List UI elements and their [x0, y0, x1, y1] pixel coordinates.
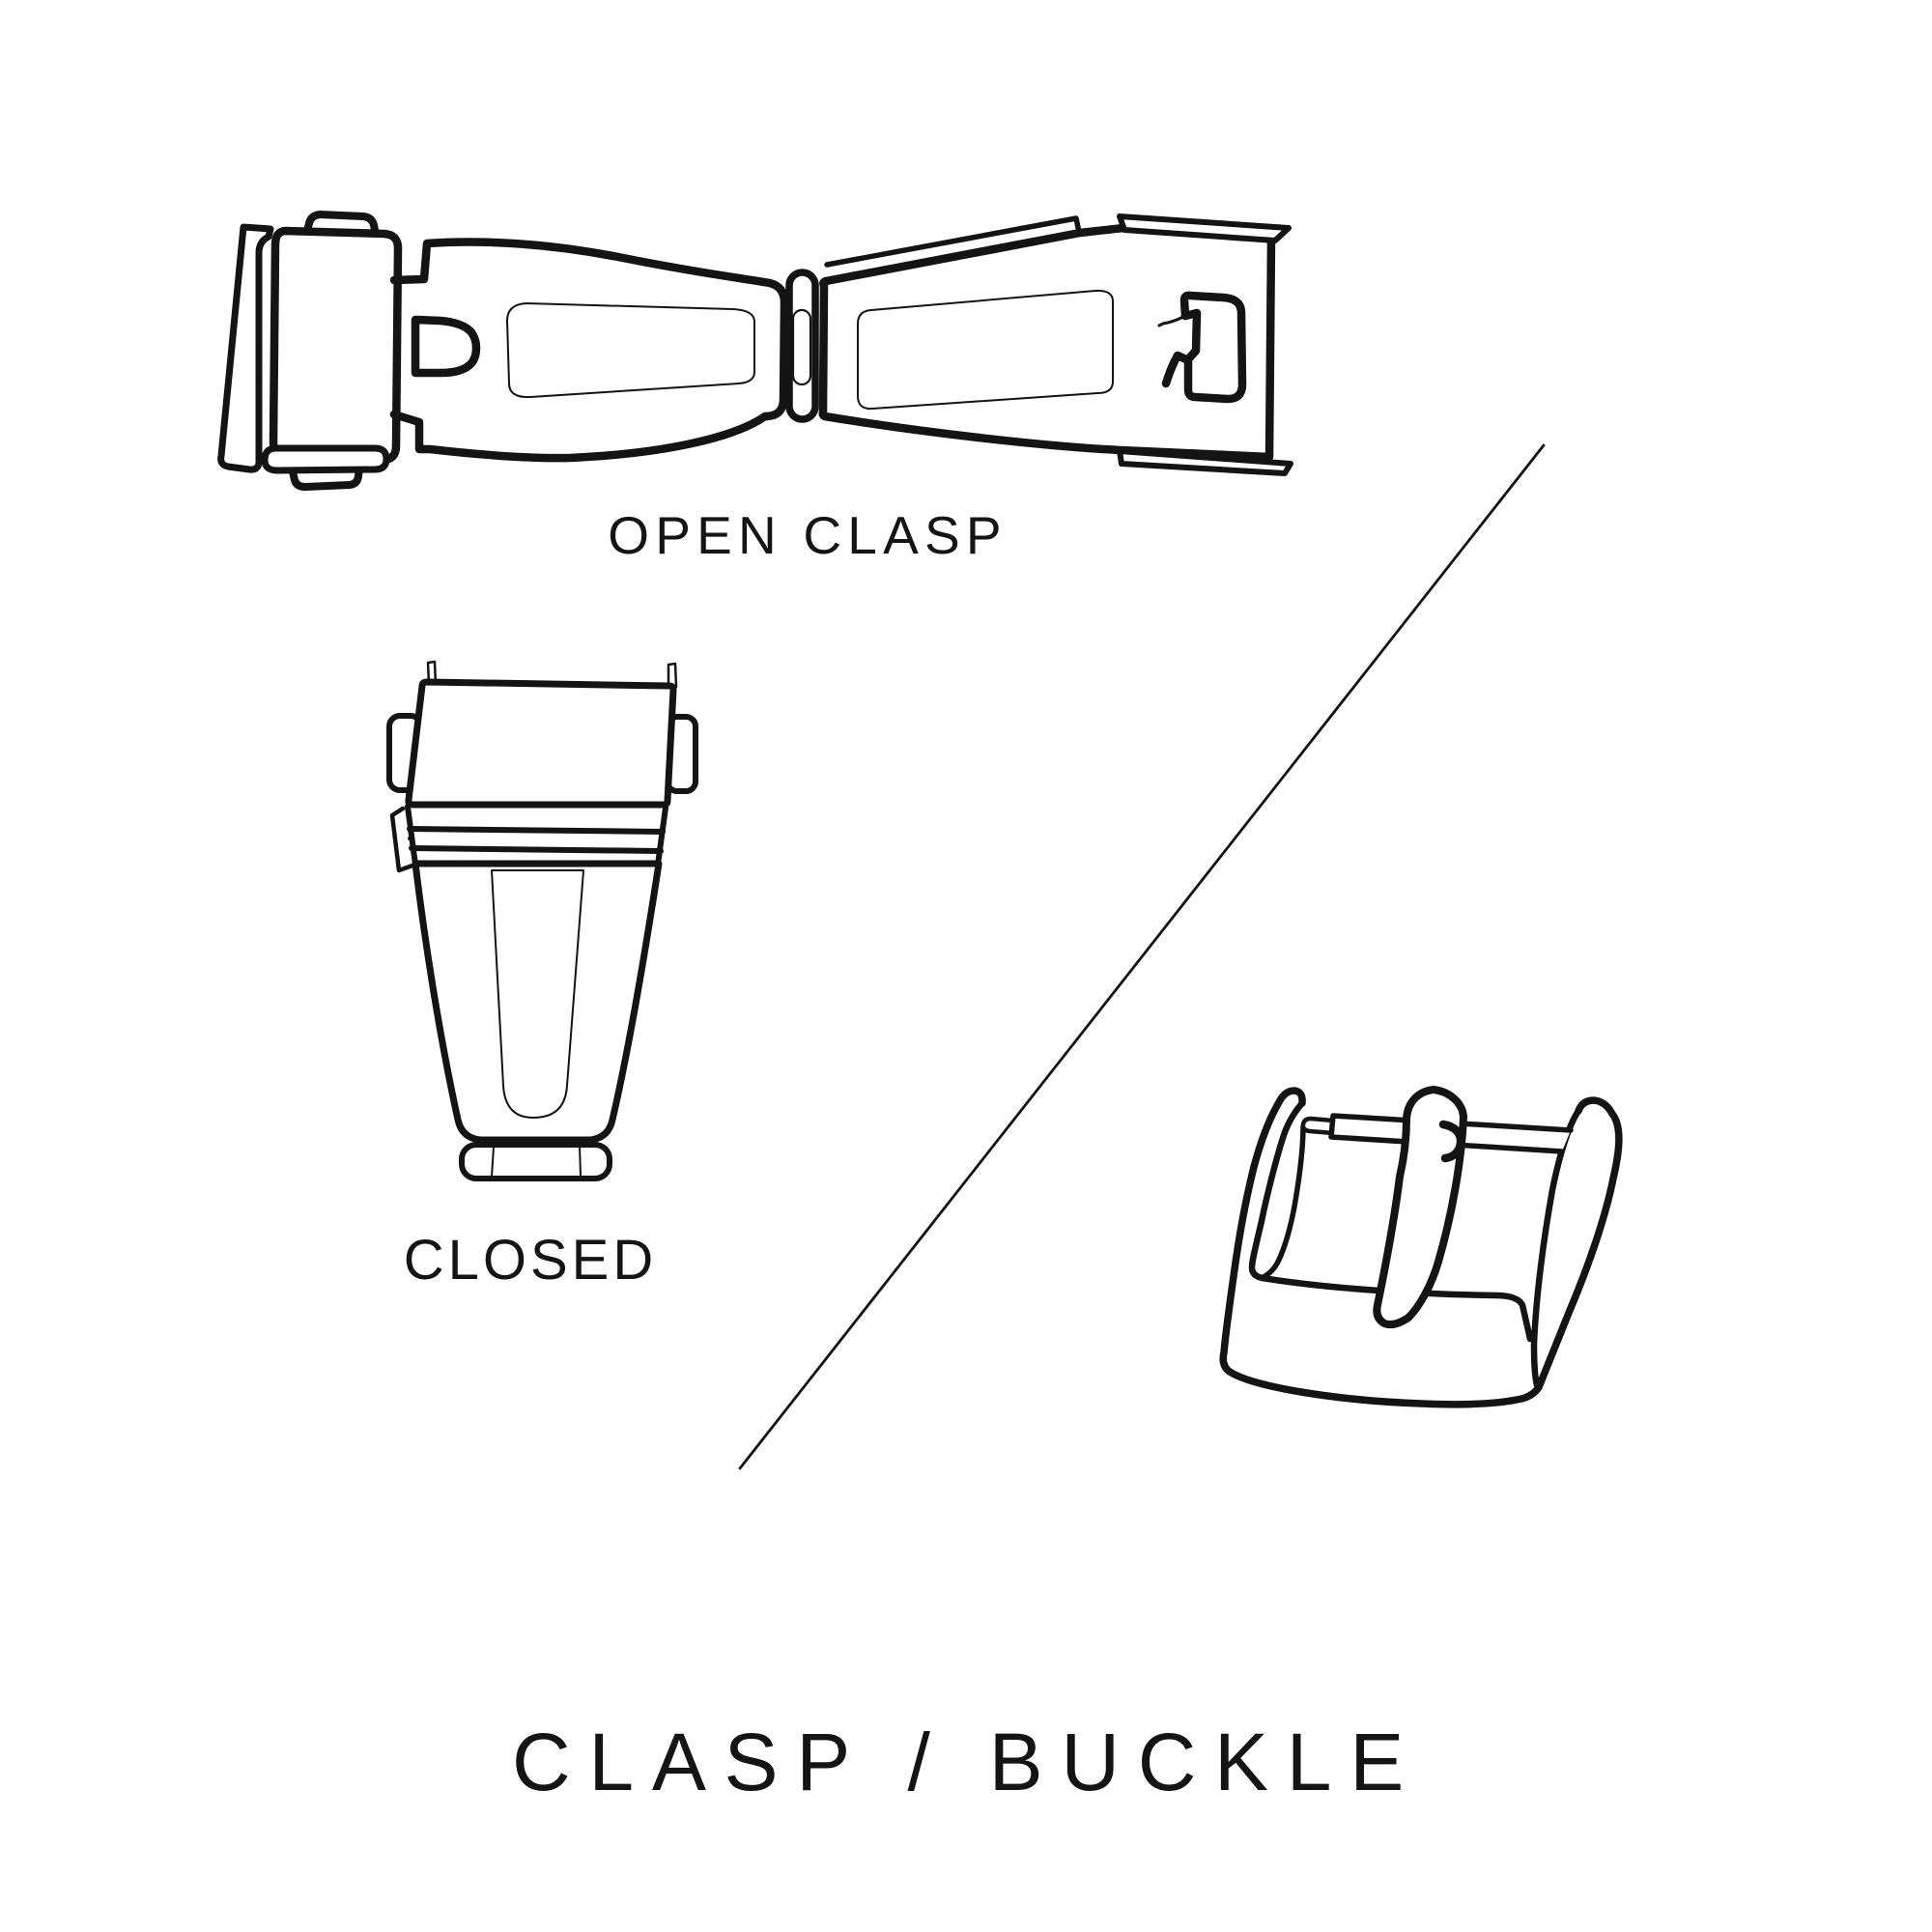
- svg-text:OPEN CLASP: OPEN CLASP: [608, 505, 1008, 565]
- svg-text:CLOSED: CLOSED: [404, 1229, 658, 1292]
- svg-text:CLASP / BUCKLE: CLASP / BUCKLE: [512, 1717, 1422, 1807]
